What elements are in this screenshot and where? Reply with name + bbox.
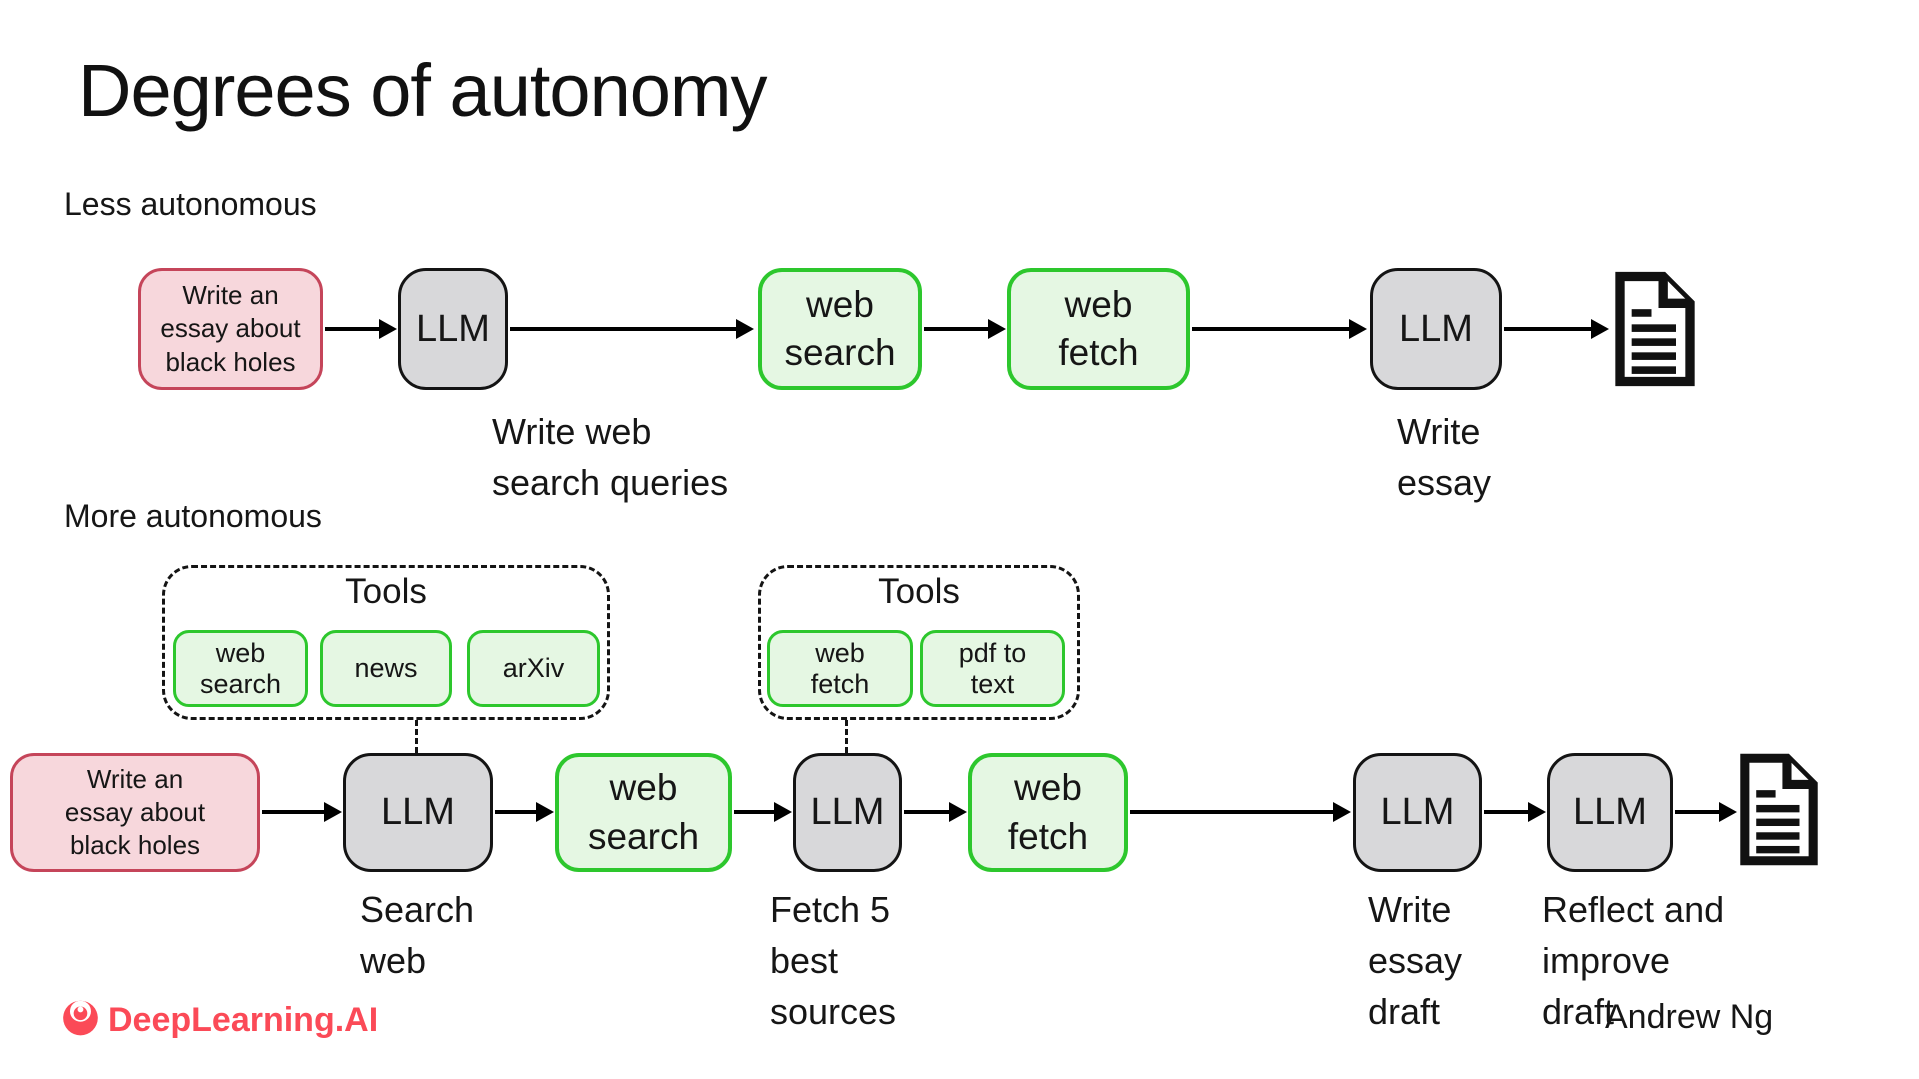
row2-prompt-box: Write an essay about black holes xyxy=(10,753,260,872)
row2-llm-reflect-caption: Reflect and improve draft xyxy=(1542,889,1725,1033)
section-label-more-autonomous: More autonomous xyxy=(64,498,322,534)
flow-arrow xyxy=(1675,802,1737,822)
row2-llm-draft-caption: Write essay draft xyxy=(1368,889,1463,1033)
flow-arrow xyxy=(495,802,554,822)
flow-arrow xyxy=(904,802,967,822)
tools-connector xyxy=(415,720,418,753)
row1-llm-write-essay-caption: Write essay xyxy=(1397,411,1492,504)
tool-web-search-box: web search xyxy=(173,630,308,707)
flow-arrow xyxy=(1130,802,1351,822)
row1-llm-write-essay-box: LLM xyxy=(1370,268,1502,390)
flow-arrow xyxy=(1504,319,1609,339)
author-name: Andrew Ng xyxy=(1605,998,1774,1036)
tools-search-container xyxy=(162,565,610,720)
tool-news-box: news xyxy=(320,630,452,707)
document-icon xyxy=(1740,753,1818,866)
section-label-less-autonomous: Less autonomous xyxy=(64,186,317,222)
row1-llm-write-queries-caption: Write web search queries xyxy=(492,411,729,504)
flow-arrow xyxy=(510,319,754,339)
tools-fetch-container xyxy=(758,565,1080,720)
document-icon xyxy=(1615,271,1695,387)
tool-pdf-to-text-box: pdf to text xyxy=(920,630,1065,707)
flow-arrow xyxy=(1192,319,1367,339)
row2-web-search-box: web search xyxy=(555,753,732,872)
flow-arrow xyxy=(1484,802,1546,822)
flow-arrow xyxy=(734,802,792,822)
row2-llm-reflect-box: LLM xyxy=(1547,753,1673,872)
row2-web-fetch-box: web fetch xyxy=(968,753,1128,872)
row2-llm-draft-box: LLM xyxy=(1353,753,1482,872)
row2-llm-fetch-caption: Fetch 5 best sources xyxy=(770,889,897,1033)
row1-web-fetch-box: web fetch xyxy=(1007,268,1190,390)
tool-arxiv-box: arXiv xyxy=(467,630,600,707)
tools-connector xyxy=(845,720,848,753)
tool-web-fetch-box: web fetch xyxy=(767,630,913,707)
deeplearning-ai-logo-icon xyxy=(63,1000,98,1036)
flow-arrow xyxy=(924,319,1006,339)
row2-llm-search-web-caption: Search web xyxy=(360,889,475,982)
tools-search-title: Tools xyxy=(345,572,427,611)
row1-llm-write-queries-box: LLM xyxy=(398,268,508,390)
row1-web-search-box: web search xyxy=(758,268,922,390)
deeplearning-ai-logo-text: DeepLearning.AI xyxy=(108,1001,379,1039)
row2-llm-search-web-box: LLM xyxy=(343,753,493,872)
flow-arrow xyxy=(262,802,342,822)
page-title: Degrees of autonomy xyxy=(78,49,768,132)
row2-llm-fetch-box: LLM xyxy=(793,753,902,872)
row1-prompt-box: Write an essay about black holes xyxy=(138,268,323,390)
tools-fetch-title: Tools xyxy=(878,572,960,611)
flow-arrow xyxy=(325,319,397,339)
